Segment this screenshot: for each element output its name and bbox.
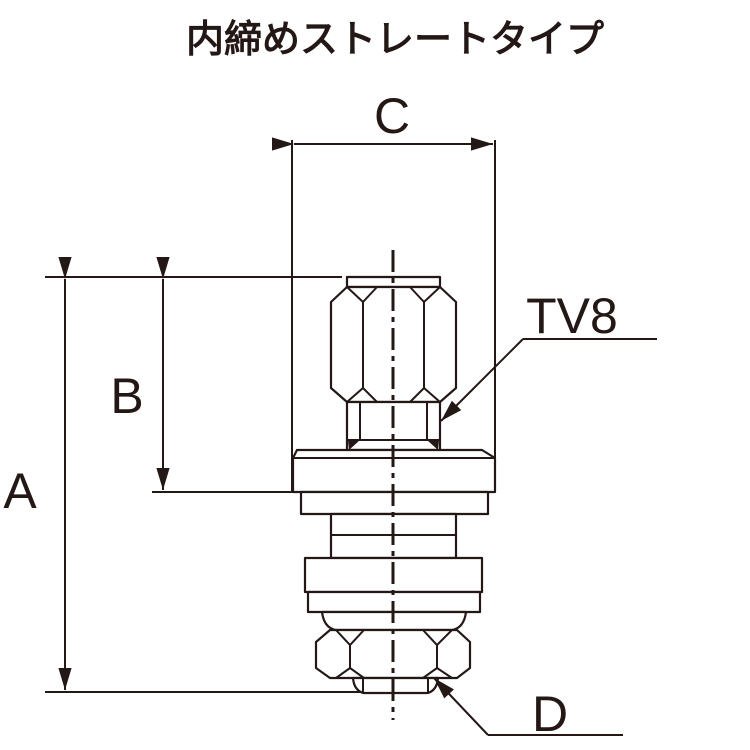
dimension-b: B — [110, 257, 170, 490]
dimension-c-label: C — [374, 88, 410, 144]
dimension-a-label: A — [3, 463, 37, 519]
dimension-b-label: B — [110, 368, 143, 424]
fitting-part — [291, 250, 497, 720]
callout-tv8-label: TV8 — [526, 288, 618, 344]
dimension-c: C — [272, 88, 496, 492]
bottom-cap — [351, 676, 440, 695]
diagram-title: 内締めストレートタイプ — [186, 17, 604, 61]
dimension-d-label: D — [532, 686, 568, 742]
dimension-a: A — [3, 257, 72, 690]
callout-tv8: TV8 — [440, 288, 657, 422]
dimension-d: D — [433, 677, 623, 742]
